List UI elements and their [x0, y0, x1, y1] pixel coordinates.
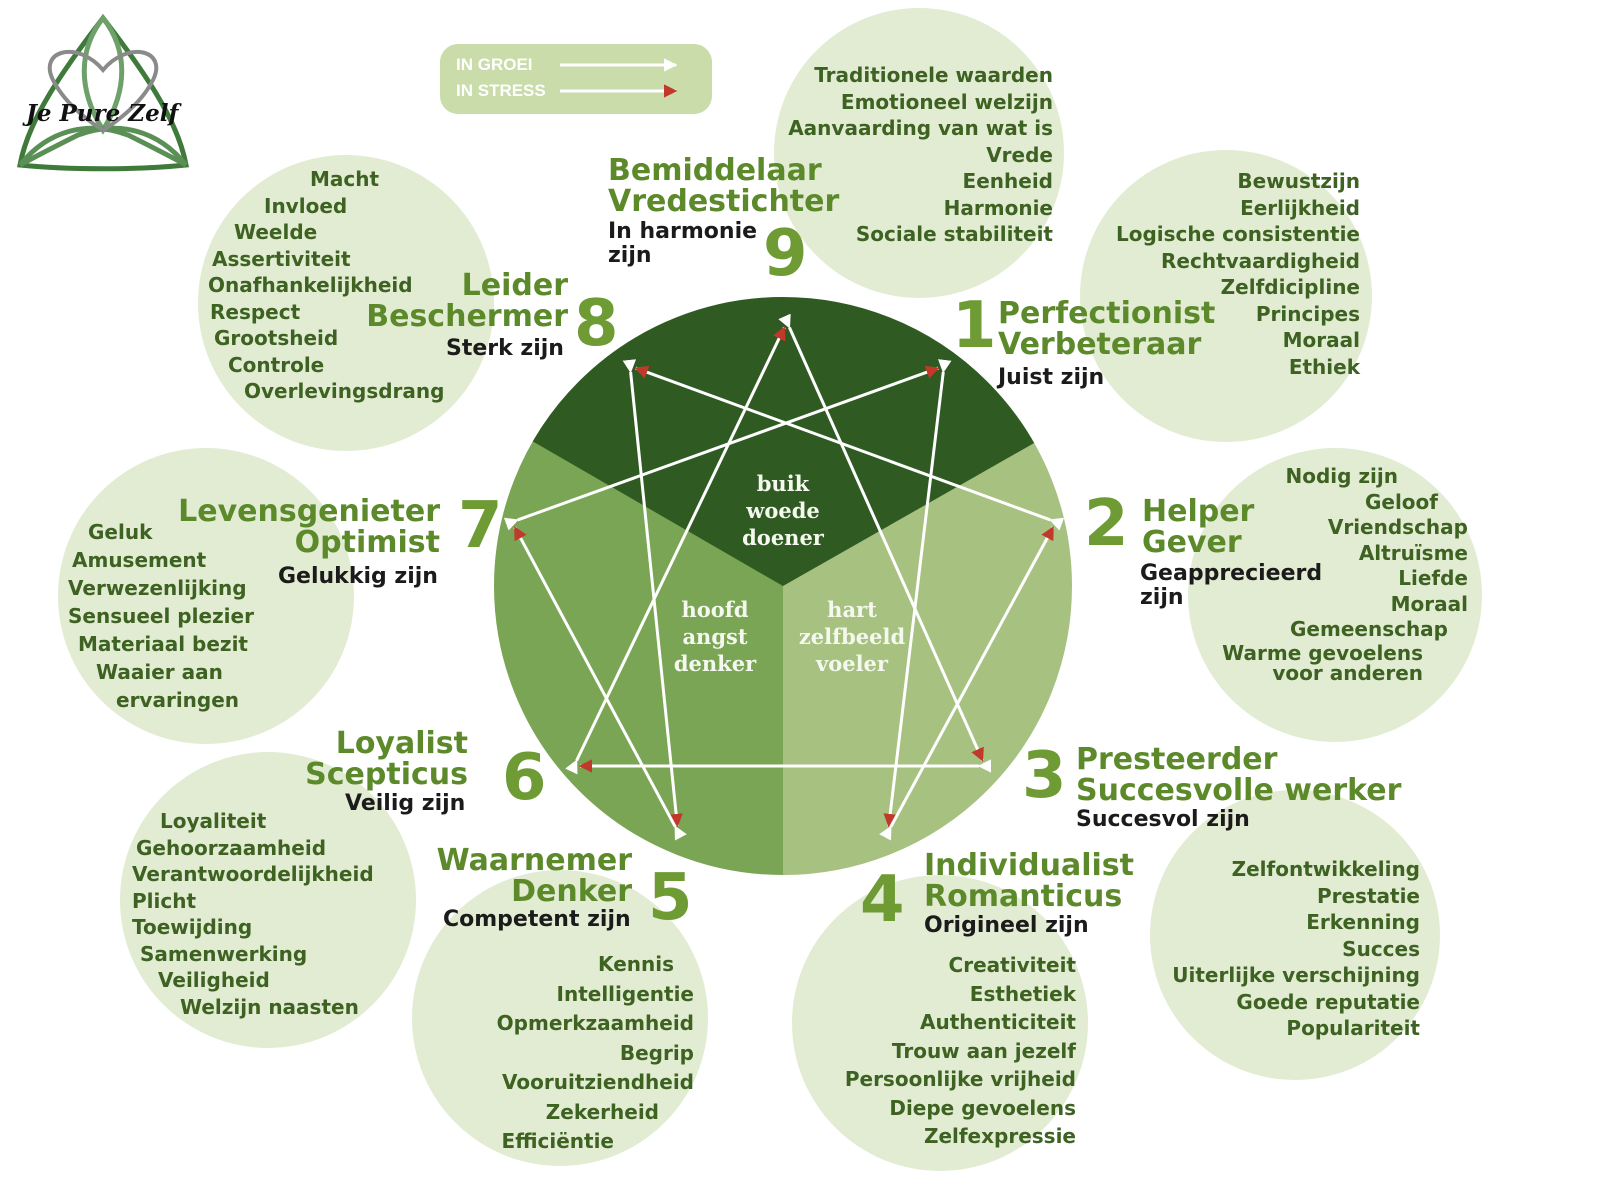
bubble-type-5 — [412, 870, 708, 1166]
bubble-type-3 — [1150, 790, 1440, 1080]
type-9-number: 9 — [763, 217, 808, 291]
type-8-number: 8 — [574, 287, 619, 361]
type-6-number: 6 — [502, 741, 547, 815]
bubble-type-2 — [1188, 448, 1482, 742]
type-3-number: 3 — [1022, 739, 1067, 813]
type-1-number: 1 — [952, 289, 997, 363]
type-2-number: 2 — [1084, 487, 1129, 561]
arrow-7-1 — [503, 365, 940, 531]
type-1-desc: Juist zijn — [998, 365, 1105, 390]
type-4-desc: Origineel zijn — [924, 913, 1089, 938]
type-4-number: 4 — [860, 863, 905, 937]
bubble-type-4 — [792, 875, 1088, 1171]
bubble-type-1 — [1080, 150, 1372, 442]
logo-text: Je Pure Zelf — [26, 100, 179, 127]
type-7-desc: Gelukkig zijn — [278, 564, 438, 589]
type-5-desc: Competent zijn — [443, 907, 631, 932]
je-pure-zelf-logo — [17, 13, 189, 172]
type-6-desc: Veilig zijn — [345, 791, 466, 816]
arrow-5-7 — [513, 526, 687, 841]
arrows-group — [503, 313, 1065, 841]
arrow-4-2 — [879, 526, 1055, 841]
type-3-desc: Succesvol zijn — [1076, 807, 1250, 832]
legend-growth-label: IN GROEI — [456, 55, 533, 74]
type-8-desc: Sterk zijn — [446, 336, 564, 361]
legend-stress-label: IN STRESS — [456, 81, 546, 100]
bubble-type-9 — [774, 8, 1064, 298]
type-7-number: 7 — [458, 489, 503, 563]
type-5-number: 5 — [648, 861, 693, 935]
legend-arrows — [560, 58, 678, 98]
bubble-type-7 — [58, 448, 354, 744]
bubble-type-8 — [198, 155, 494, 451]
bubble-type-6 — [120, 752, 416, 1048]
arrow-legend: IN GROEI IN STRESS — [440, 44, 712, 114]
